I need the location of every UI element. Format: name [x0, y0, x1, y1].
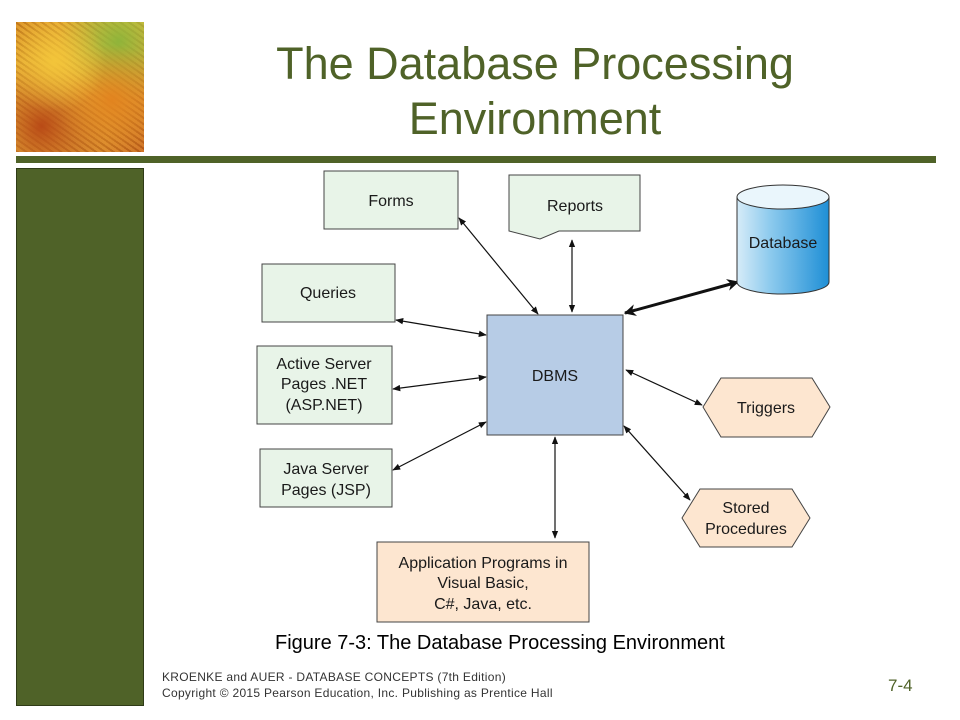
node-triggers: Triggers	[702, 377, 831, 438]
footer-line-1: KROENKE and AUER - DATABASE CONCEPTS (7t…	[162, 670, 506, 684]
connector-stored-procedures	[623, 425, 691, 501]
connector-jsp	[392, 421, 487, 471]
node-asp-net: Active Server Pages .NET (ASP.NET)	[256, 345, 393, 425]
queries-label: Queries	[300, 285, 356, 302]
application-programs-label-line-1: Application Programs in	[399, 555, 568, 572]
node-stored-procedures: Stored Procedures	[681, 488, 811, 548]
title-line-2: Environment	[408, 93, 662, 144]
figure-caption: Figure 7-3: The Database Processing Envi…	[275, 632, 725, 654]
triggers-label: Triggers	[737, 400, 795, 417]
connector-forms	[458, 217, 539, 315]
stored-procedures-label-line-2: Procedures	[705, 521, 787, 538]
slide-title: The Database Processing Environment	[160, 36, 910, 146]
corner-decorative-image	[16, 22, 144, 152]
connector-database	[623, 279, 740, 316]
dbms-label: DBMS	[532, 368, 578, 385]
node-jsp: Java Server Pages (JSP)	[259, 448, 393, 508]
stored-procedures-label-line-1: Stored	[722, 500, 769, 517]
asp-label-line-2: Pages .NET	[281, 376, 367, 393]
jsp-label-line-2: Pages (JSP)	[281, 482, 371, 499]
application-programs-label-line-2: Visual Basic,	[437, 575, 528, 592]
page-number: 7-4	[888, 676, 913, 695]
application-programs-label-line-3: C#, Java, etc.	[434, 596, 532, 613]
node-dbms: DBMS	[486, 314, 624, 436]
connector-triggers	[625, 369, 703, 406]
footer-credit: KROENKE and AUER - DATABASE CONCEPTS (7t…	[162, 669, 553, 701]
connector-asp	[392, 374, 487, 392]
title-divider	[16, 156, 936, 163]
node-reports: Reports	[508, 174, 641, 240]
database-label: Database	[749, 235, 818, 252]
node-database: Database	[736, 184, 830, 295]
connectors	[392, 217, 740, 539]
forms-label: Forms	[368, 193, 413, 210]
node-application-programs: Application Programs in Visual Basic, C#…	[376, 541, 590, 623]
connector-queries	[395, 318, 487, 337]
title-line-1: The Database Processing	[276, 38, 794, 89]
asp-label-line-3: (ASP.NET)	[285, 397, 362, 414]
reports-label: Reports	[547, 198, 603, 215]
footer-line-2: Copyright © 2015 Pearson Education, Inc.…	[162, 686, 553, 700]
node-queries: Queries	[261, 263, 396, 323]
jsp-label-line-1: Java Server	[283, 461, 369, 478]
node-forms: Forms	[323, 170, 459, 230]
asp-label-line-1: Active Server	[276, 356, 372, 373]
left-accent-bar	[16, 168, 144, 706]
